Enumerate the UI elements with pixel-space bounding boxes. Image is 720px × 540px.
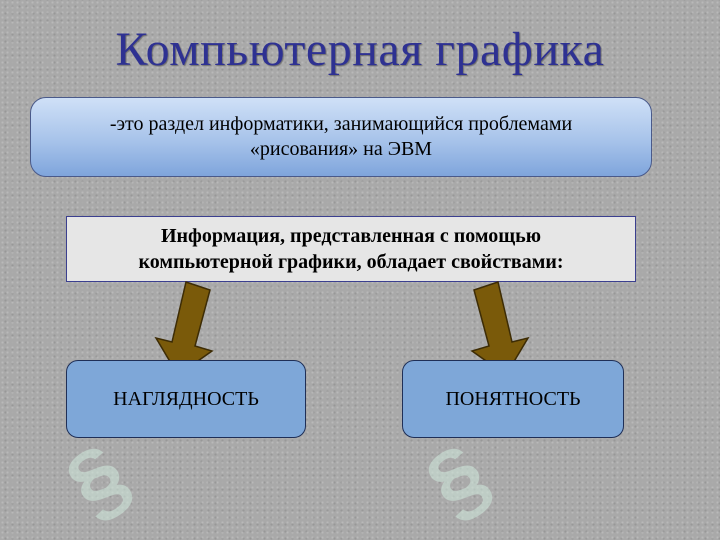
info-line-2: компьютерной графики, обладает свойствам…: [138, 251, 564, 273]
right-arrow: [470, 281, 530, 377]
definition-line-2: «рисования» на ЭВМ: [249, 138, 433, 160]
page-title: Компьютерная графика: [115, 23, 605, 76]
property-clarity-box: ПОНЯТНОСТЬ: [402, 360, 624, 438]
property-visibility-box: НАГЛЯДНОСТЬ: [66, 360, 306, 438]
property-visibility-label: НАГЛЯДНОСТЬ: [113, 387, 259, 410]
info-line-1: Информация, представленная с помощью: [160, 225, 542, 247]
definition-box: -это раздел информатики, занимающийся пр…: [30, 97, 652, 177]
info-box: Информация, представленная с помощью ком…: [66, 216, 636, 282]
definition-line-1: -это раздел информатики, занимающийся пр…: [109, 113, 573, 135]
property-clarity-label: ПОНЯТНОСТЬ: [445, 387, 581, 410]
